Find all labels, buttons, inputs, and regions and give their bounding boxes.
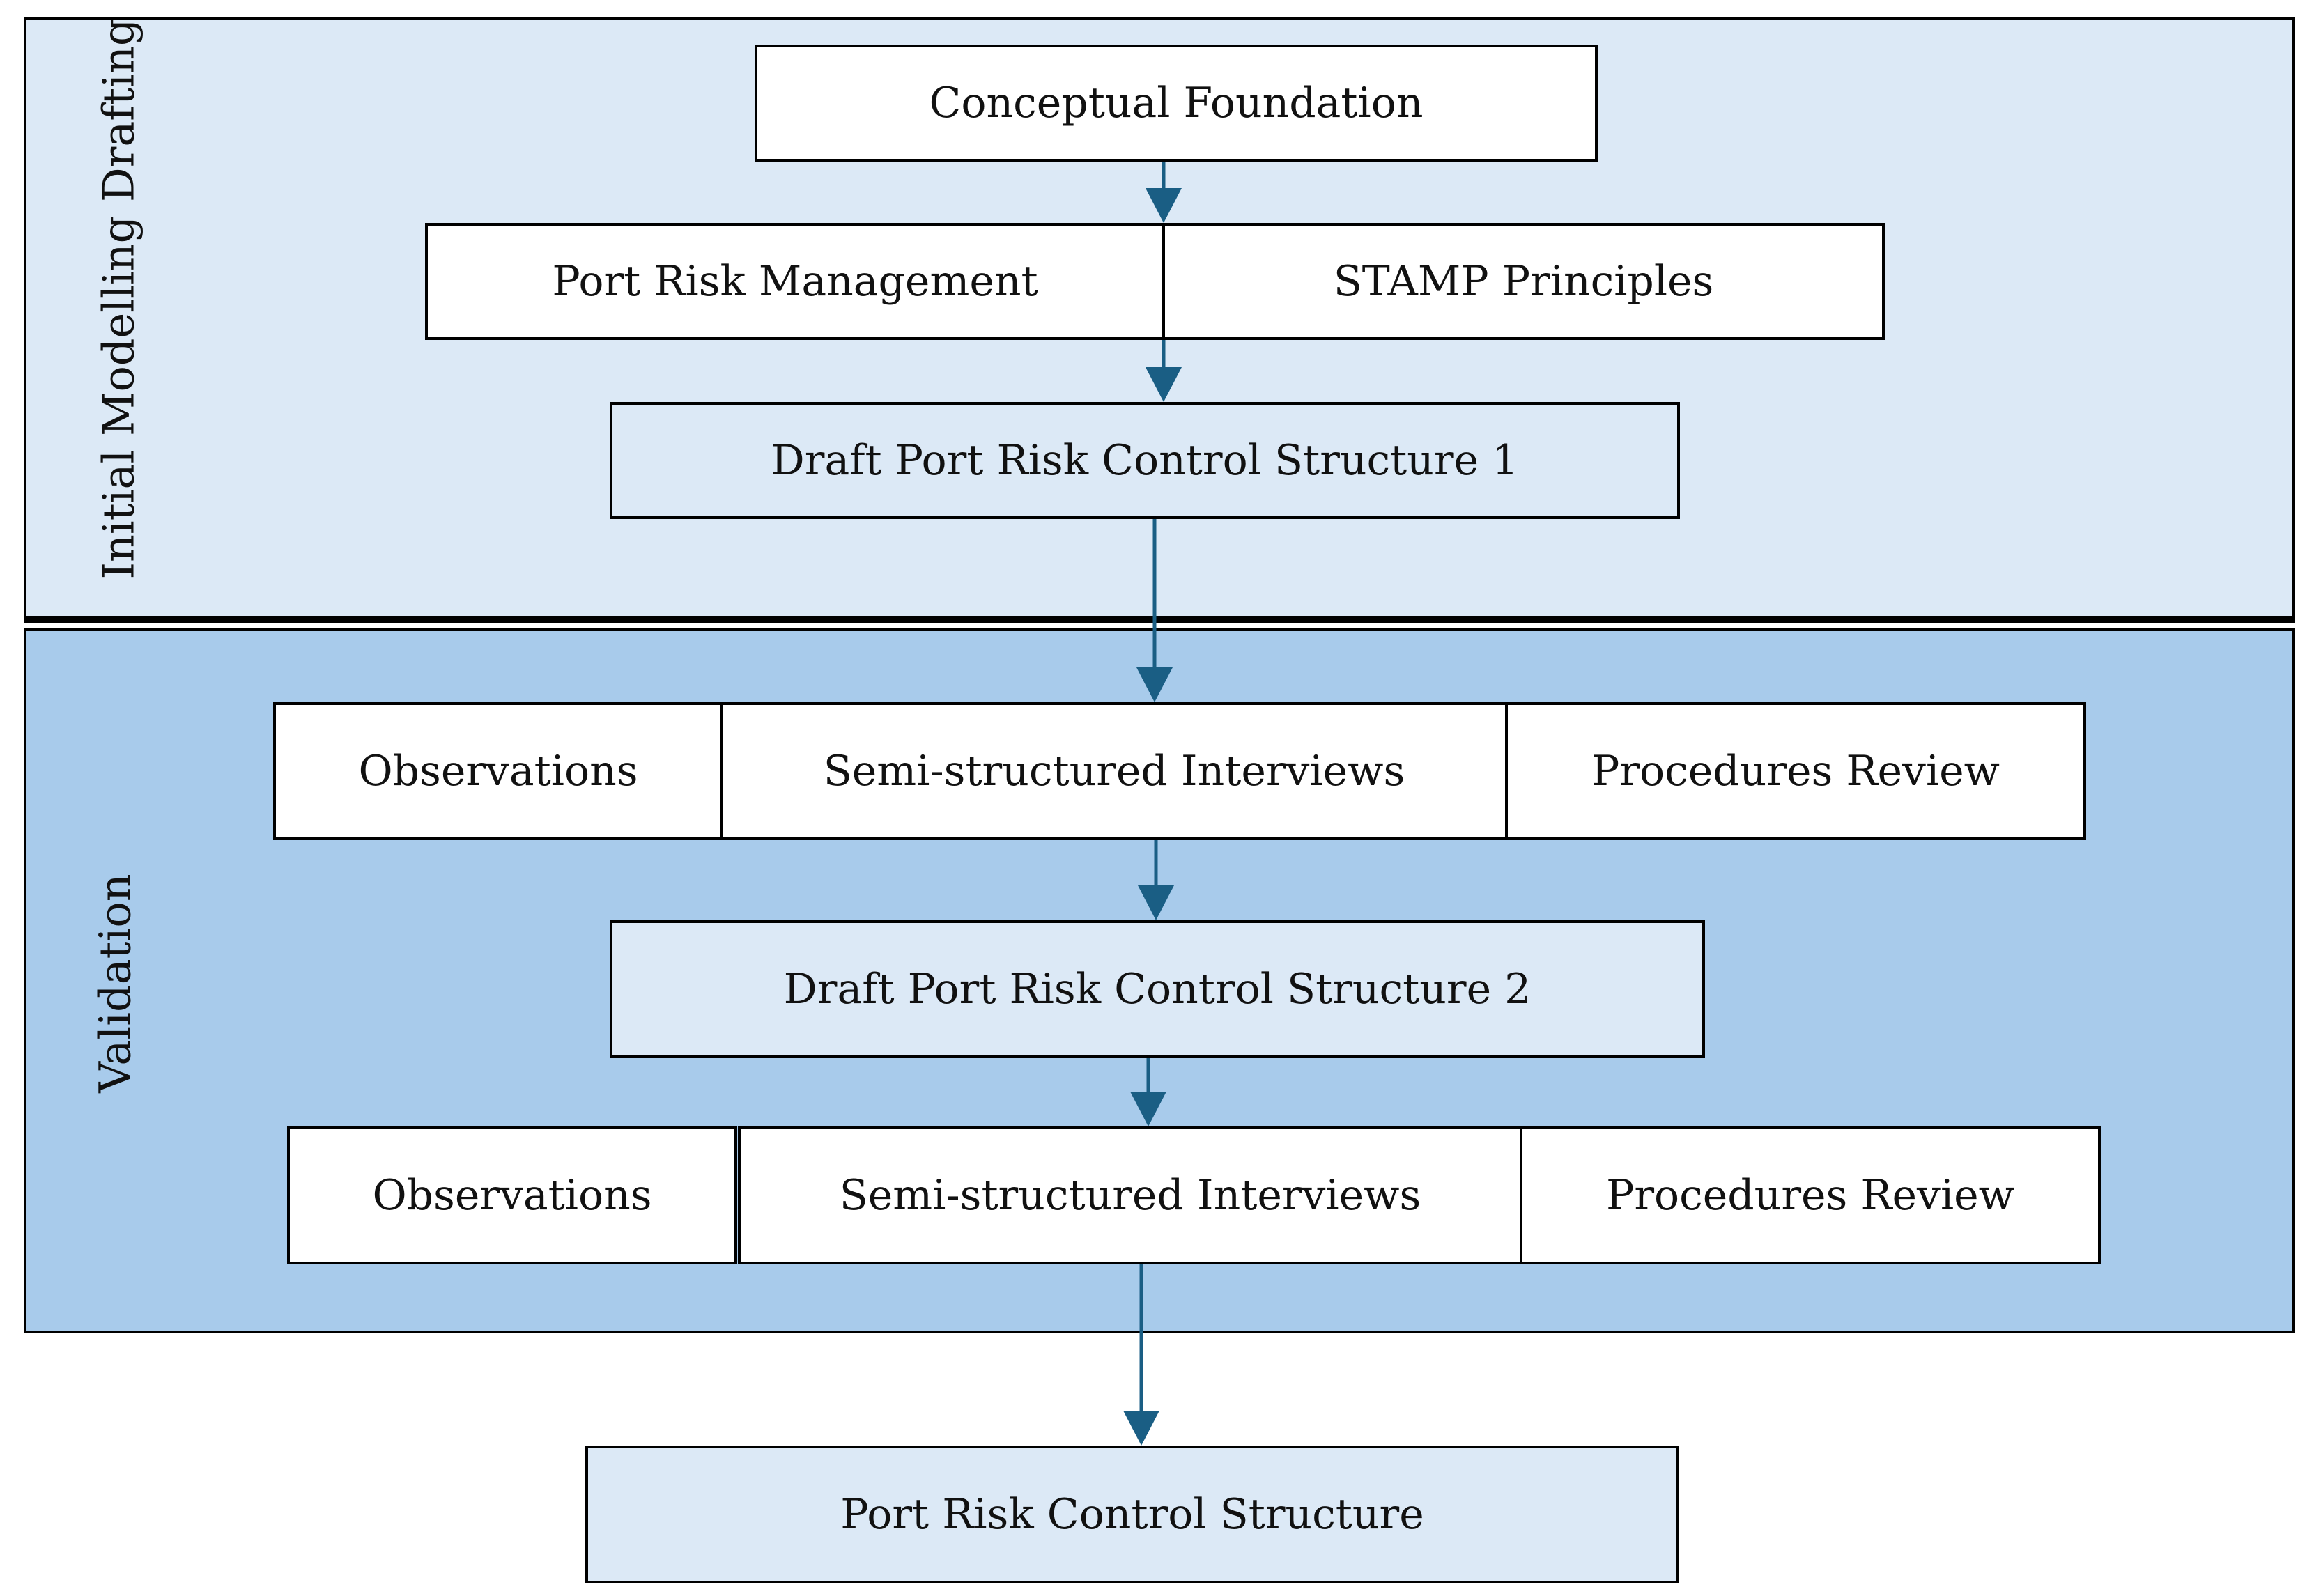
interviews-1-text: Semi-structured Interviews	[823, 747, 1405, 796]
procedures-2-box: Procedures Review	[1520, 1126, 2101, 1264]
port-risk-management-text: Port Risk Management	[552, 257, 1038, 306]
interviews-1-box: Semi-structured Interviews	[720, 702, 1508, 840]
observations-2-box: Observations	[287, 1126, 737, 1264]
observations-1-box: Observations	[273, 702, 723, 840]
validation-label: Validation	[89, 874, 141, 1093]
observations-2-text: Observations	[372, 1171, 652, 1220]
port-risk-management-box: Port Risk Management	[425, 223, 1165, 340]
conceptual-foundation-box: Conceptual Foundation	[755, 45, 1598, 162]
final-structure-box: Port Risk Control Structure	[585, 1446, 1679, 1583]
procedures-2-text: Procedures Review	[1605, 1171, 2015, 1220]
draft-structure-1-box: Draft Port Risk Control Structure 1	[610, 402, 1680, 519]
stamp-principles-box: STAMP Principles	[1162, 223, 1885, 340]
draft-structure-2-box: Draft Port Risk Control Structure 2	[610, 920, 1705, 1058]
procedures-1-box: Procedures Review	[1505, 702, 2086, 840]
observations-1-text: Observations	[358, 747, 638, 796]
interviews-2-text: Semi-structured Interviews	[839, 1171, 1421, 1220]
final-structure-text: Port Risk Control Structure	[840, 1490, 1424, 1539]
initial-modelling-label: Initial Modelling Drafting	[93, 18, 144, 580]
draft-structure-1-text: Draft Port Risk Control Structure 1	[771, 436, 1519, 485]
procedures-1-text: Procedures Review	[1591, 747, 2000, 796]
draft-structure-2-text: Draft Port Risk Control Structure 2	[783, 965, 1532, 1014]
stamp-principles-text: STAMP Principles	[1333, 257, 1714, 306]
panel-separator	[24, 620, 2295, 623]
conceptual-foundation-text: Conceptual Foundation	[929, 79, 1424, 127]
interviews-2-box: Semi-structured Interviews	[738, 1126, 1522, 1264]
